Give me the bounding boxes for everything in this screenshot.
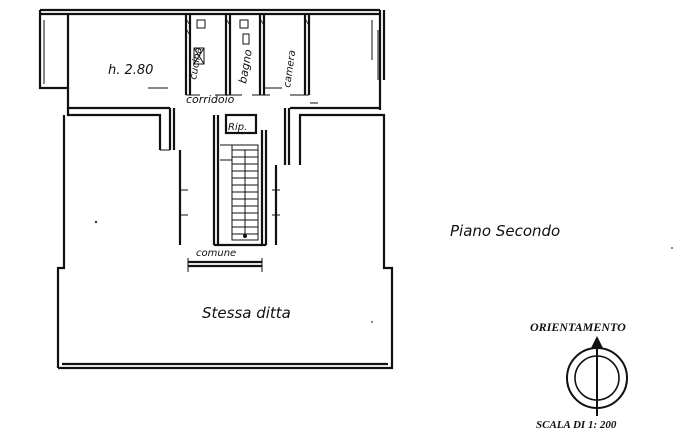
- apartment-walls: [38, 8, 386, 110]
- lower-area-outline: [56, 108, 394, 370]
- room-corridoio-label: corridoio: [186, 93, 235, 106]
- room-ripostiglio-label: Rip.: [228, 122, 247, 133]
- room-camera-label: camera: [282, 49, 298, 88]
- lower-area-label: Stessa ditta: [202, 304, 291, 322]
- compass-icon: [566, 336, 628, 416]
- room-bagno-label: bagno: [236, 48, 255, 84]
- stairwell: [168, 108, 291, 247]
- room-comune-label: comune: [196, 248, 236, 259]
- room-labels: h. 2.80 cucina bagno camera corridoio Ri…: [108, 47, 298, 322]
- comune-landing: [187, 258, 263, 272]
- floor-label: Piano Secondo: [450, 222, 560, 240]
- orientation-block: ORIENTAMENTO SCALA DI 1: 200: [530, 320, 628, 431]
- scale-label: SCALA DI 1: 200: [536, 419, 617, 431]
- height-note: h. 2.80: [108, 63, 153, 78]
- orientation-title: ORIENTAMENTO: [530, 320, 626, 334]
